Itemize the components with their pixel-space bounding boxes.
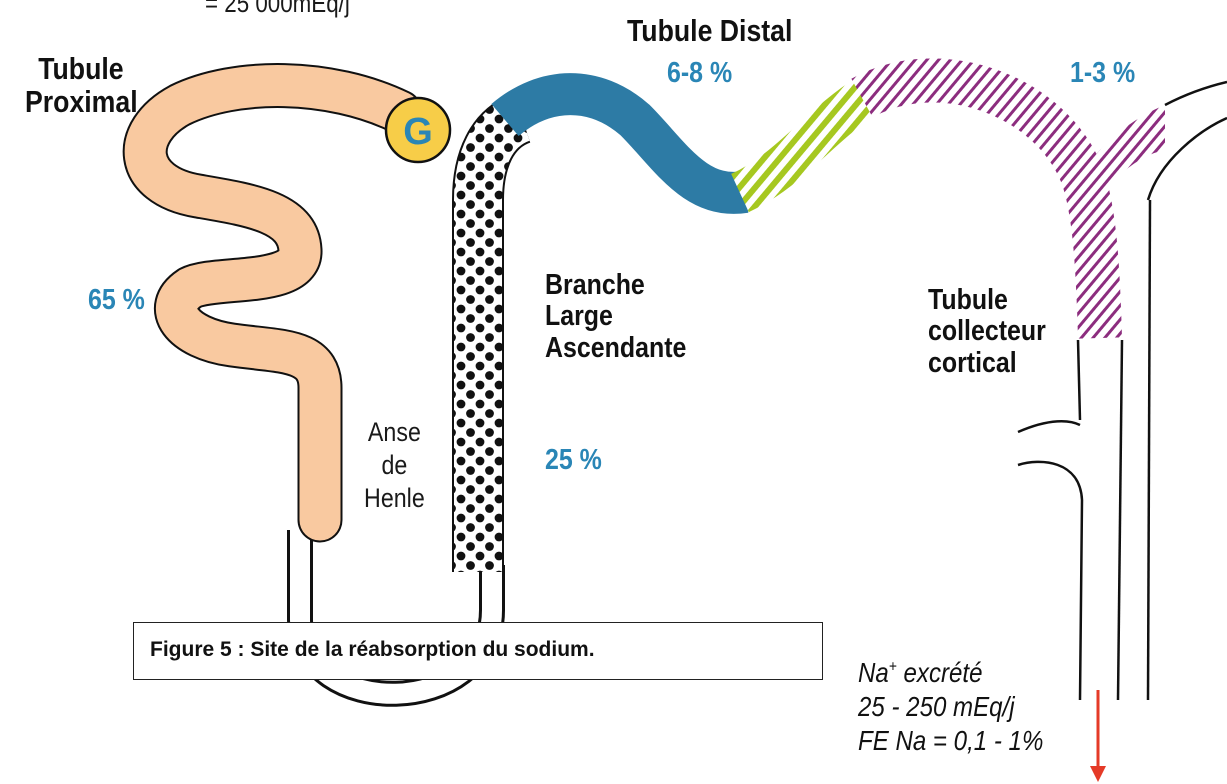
label-line: Proximal xyxy=(25,85,137,118)
label-line: Large xyxy=(545,301,686,332)
connecting-segment xyxy=(740,95,868,193)
figure-caption: Figure 5 : Site de la réabsorption du so… xyxy=(150,638,595,662)
pct-distal: 6-8 % xyxy=(667,58,732,89)
label-line: de xyxy=(360,451,429,480)
label-line: Henle xyxy=(360,484,429,513)
label-line: Ascendante xyxy=(545,333,686,364)
label-tubule-collecteur: Tubule collecteur cortical xyxy=(928,285,1046,379)
glomerulus-letter: G xyxy=(403,111,433,153)
pct-proximal: 65 % xyxy=(88,285,145,316)
excretion-line-2: 25 - 250 mEq/j xyxy=(858,690,1043,724)
pct-collecteur: 1-3 % xyxy=(1070,58,1135,89)
collecting-duct xyxy=(1018,82,1227,700)
pct-branche: 25 % xyxy=(545,445,602,476)
label-line: Anse xyxy=(360,418,429,447)
distal-tubule xyxy=(505,94,745,193)
label-line: Branche xyxy=(545,270,686,301)
label-tubule-proximal: Tubule Proximal xyxy=(25,52,137,119)
label-line: Tubule xyxy=(25,52,137,85)
figure-caption-box: Figure 5 : Site de la réabsorption du so… xyxy=(133,622,823,680)
label-line: collecteur xyxy=(928,316,1046,347)
excretion-line-3: FE Na = 0,1 - 1% xyxy=(858,724,1043,758)
label-line: cortical xyxy=(928,348,1046,379)
excretion-line-1: Na+ excrété xyxy=(858,656,1043,690)
label-branche-large: Branche Large Ascendante xyxy=(545,270,686,364)
label-tubule-distal: Tubule Distal xyxy=(627,14,792,47)
thick-ascending-limb xyxy=(478,118,522,572)
excretion-arrow xyxy=(1090,690,1106,782)
label-line: Tubule xyxy=(928,285,1046,316)
excretion-text: Na+ excrété 25 - 250 mEq/j FE Na = 0,1 -… xyxy=(858,656,1043,758)
label-anse-henle: Anse de Henle xyxy=(360,418,429,513)
glomerulus: G xyxy=(386,98,450,162)
top-partial-text: = 25 000mEq/j xyxy=(205,0,350,17)
